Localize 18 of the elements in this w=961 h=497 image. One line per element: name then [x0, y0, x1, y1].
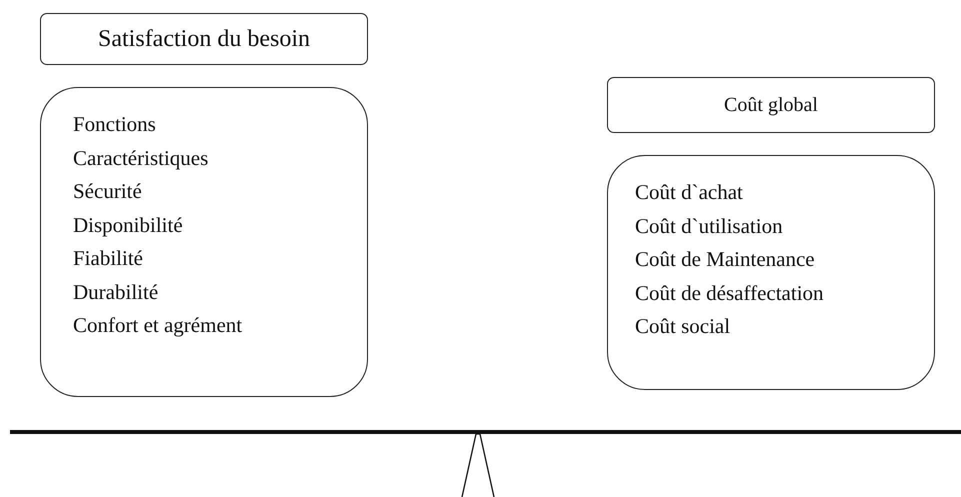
list-item: Coût de Maintenance [635, 246, 816, 273]
list-box [40, 87, 368, 397]
heading-box [607, 77, 935, 133]
heading-text: Satisfaction du besoin [98, 26, 310, 52]
heading-box [40, 13, 368, 65]
heading-text: Coût global [724, 94, 818, 116]
list-item: Coût d`achat [635, 179, 744, 206]
list-item: Coût de désaffectation [635, 280, 825, 306]
list-item: Fonctions [73, 111, 157, 138]
list-item: Coût social [635, 313, 732, 340]
list-box [607, 155, 935, 390]
list-item: Caractéristiques [73, 144, 210, 172]
list-item: Disponibilité [73, 212, 184, 238]
list-item: Sécurité [73, 178, 143, 205]
list-item: Confort et agrément [73, 312, 244, 339]
list-item: Coût d`utilisation [635, 212, 784, 240]
list-item: Fiabilité [73, 245, 144, 272]
list-item: Durabilité [73, 278, 160, 306]
